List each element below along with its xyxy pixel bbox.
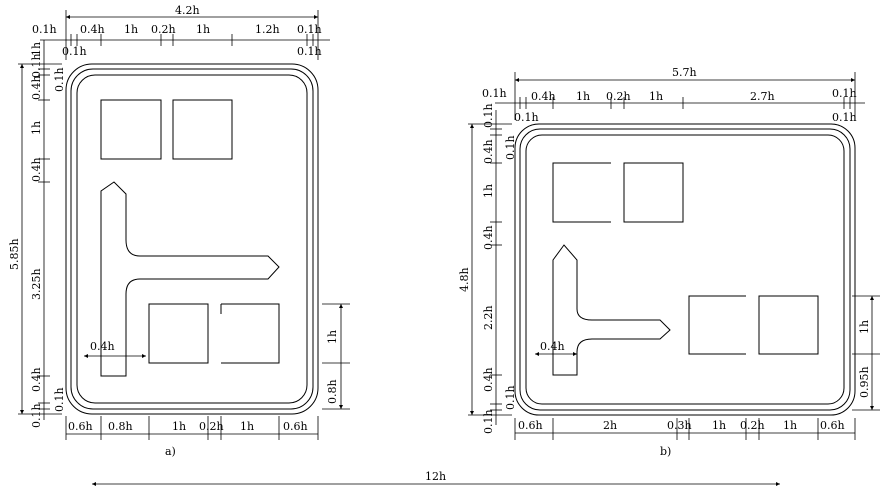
sign-a-top-overall: 4.2h — [175, 4, 200, 17]
sign-b-middle-border — [519, 128, 851, 411]
sign-a-left-overall: 5.85h — [8, 238, 21, 270]
sign-a-top-seg-4: 1h — [196, 23, 210, 36]
sign-a-top-seg-5: 1.2h — [255, 23, 280, 36]
sign-b-top-seg-2: 1h — [576, 90, 590, 103]
sign-b-top-overall: 5.7h — [672, 66, 697, 79]
sign-b-bottom-seg-0: 0.6h — [518, 419, 543, 432]
sign-a-bottom-seg-1: 0.8h — [108, 420, 133, 433]
sign-b-left-seg-3: 1h — [482, 184, 495, 198]
sign-b-left-seg-4: 0.4h — [482, 225, 495, 250]
sign-a-right-seg-0: 1h — [326, 330, 339, 344]
sign-a-bottom-seg-5: 0.6h — [283, 420, 308, 433]
sign-a-top-seg-6: 0.1h — [297, 23, 322, 36]
sign-a-left-small-1: 0.1h — [53, 387, 66, 412]
sign-a: 4.2h 0.1h 0.4h 1h 0.2h 1h 1.2h 0.1h 0.1h… — [8, 4, 350, 458]
sign-a-right-seg-1: 0.8h — [326, 379, 339, 404]
sign-b-top-sub-left: 0.1h — [514, 111, 539, 124]
sign-b-square-bottom-left — [688, 295, 746, 355]
sign-b-left-seg-8: 0.1h — [504, 385, 517, 410]
sign-b-right-seg-0: 1h — [858, 320, 871, 334]
sign-b-bottom-seg-4: 0.2h — [740, 419, 765, 432]
sign-a-left-seg-5: 3.25h — [30, 268, 43, 300]
sign-a-square-bottom-left — [148, 303, 209, 364]
sign-b-top-seg-3: 0.2h — [606, 90, 631, 103]
sign-b-square-top-left — [552, 162, 611, 223]
sign-a-top-sub-right: 0.1h — [297, 45, 322, 58]
sign-a-left-seg-3: 1h — [30, 42, 43, 56]
sign-a-middle-border — [70, 68, 314, 410]
sign-a-top-sub-left: 0.1h — [62, 45, 87, 58]
sign-a-square-bottom-right — [220, 303, 280, 364]
sign-b-bottom-seg-3: 1h — [712, 419, 726, 432]
sign-a-inner-border — [76, 74, 308, 404]
sign-a-square-top-right — [172, 99, 233, 160]
sign-a-left-seg-1: 1h — [30, 121, 43, 135]
sign-a-arrow — [100, 181, 280, 377]
sign-b-bottom-seg-5: 1h — [783, 419, 797, 432]
sign-b-left-seg-1: 0.1h — [504, 135, 517, 160]
sign-b-right-seg-1: 0.95h — [858, 366, 871, 398]
sign-b-square-bottom-right — [758, 295, 819, 355]
sign-b-top-seg-1: 0.4h — [531, 90, 556, 103]
sign-b: 5.7h 0.1h 0.4h 1h 0.2h 1h 2.7h 0.1h 0.1h… — [458, 66, 880, 458]
sign-b-arrow — [552, 244, 671, 376]
sign-a-left-seg-0: 0.1h — [30, 53, 43, 78]
sign-a-bottom-seg-2: 1h — [172, 420, 186, 433]
sign-b-stem-width: 0.4h — [540, 340, 565, 353]
sign-a-stem-width: 0.4h — [90, 340, 115, 353]
sign-a-left-seg-7: 0.1h — [30, 403, 43, 428]
sign-a-outer-border — [65, 63, 319, 415]
sign-b-bottom-seg-6: 0.6h — [820, 419, 845, 432]
sign-a-caption: a) — [165, 445, 176, 458]
sign-a-top-seg-0: 0.1h — [32, 23, 57, 36]
sign-b-top-seg-6: 0.1h — [832, 87, 857, 100]
overall-bottom-dimension: 12h — [425, 470, 446, 483]
sign-b-left-seg-5: 2.2h — [482, 305, 495, 330]
sign-b-top-seg-5: 2.7h — [750, 90, 775, 103]
sign-b-top-sub-right: 0.1h — [832, 111, 857, 124]
sign-a-bottom-seg-3: 0.2h — [199, 420, 224, 433]
sign-a-left-seg-4: 0.4h — [30, 157, 43, 182]
sign-b-top-seg-0: 0.1h — [482, 87, 507, 100]
sign-b-caption: b) — [660, 445, 671, 458]
sign-a-top-seg-2: 1h — [124, 23, 138, 36]
sign-a-square-top-left — [100, 99, 162, 160]
sign-a-left-small-0: 0.1h — [53, 67, 66, 92]
sign-a-left-seg-2: 0.4h — [30, 75, 43, 100]
sign-a-top-seg-1: 0.4h — [80, 23, 105, 36]
sign-b-top-seg-4: 1h — [649, 90, 663, 103]
sign-b-left-seg-6: 0.4h — [482, 367, 495, 392]
sign-b-bottom-seg-1: 2h — [603, 419, 617, 432]
sign-a-top-seg-3: 0.2h — [151, 23, 176, 36]
sign-a-left-seg-6: 0.4h — [30, 367, 43, 392]
sign-b-left-seg-2: 0.4h — [482, 139, 495, 164]
sign-b-left-seg-7: 0.1h — [482, 409, 495, 434]
sign-b-inner-border — [525, 134, 845, 405]
sign-b-square-top-right — [623, 162, 684, 223]
sign-b-bottom-seg-2: 0.3h — [667, 419, 692, 432]
sign-b-left-seg-0: 0.1h — [482, 103, 495, 128]
sign-b-left-overall: 4.8h — [458, 267, 471, 292]
sign-b-outer-border — [514, 123, 856, 416]
sign-a-bottom-seg-4: 1h — [240, 420, 254, 433]
sign-a-bottom-seg-0: 0.6h — [68, 420, 93, 433]
